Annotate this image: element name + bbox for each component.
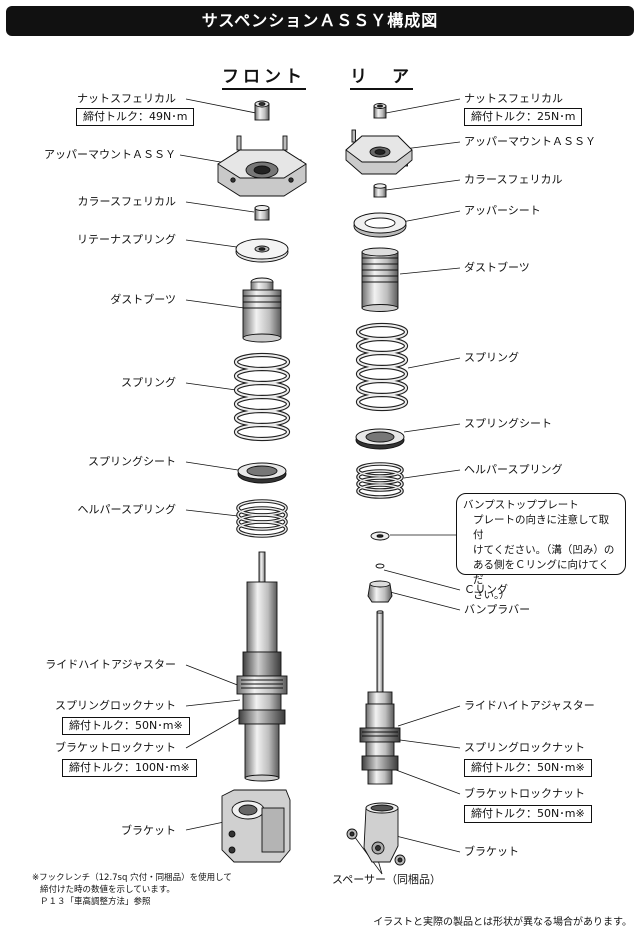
rear-spring-seat-icon <box>355 428 405 450</box>
rear-spring-lock-torque: 締付トルク：50N･m※ <box>464 759 592 777</box>
front-bracket-icon <box>221 789 291 863</box>
front-collar-spherical-icon <box>254 205 270 221</box>
note-line: ある側をＣリングに向けてくだ <box>473 559 610 586</box>
rear-upper-mount-label: アッパーマウントＡＳＳＹ <box>464 135 596 148</box>
footnote-line: 締付けた時の数値を示しています。 <box>40 885 175 895</box>
rear-bracket-lock-nut-label: ブラケットロックナット <box>464 787 585 800</box>
rear-bracket-icon <box>363 802 399 863</box>
rear-nut-spherical-icon <box>373 103 387 119</box>
front-spring-label: スプリング <box>121 376 176 389</box>
front-upper-mount-icon <box>217 135 307 197</box>
rear-c-ring-icon <box>375 563 385 569</box>
rear-upper-seat-label: アッパーシート <box>464 204 541 217</box>
front-spring-seat-label: スプリングシート <box>88 455 176 468</box>
front-upper-mount-label: アッパーマウントＡＳＳＹ <box>44 148 176 161</box>
front-nut-spherical-label: ナットスフェリカル <box>77 92 176 105</box>
front-collar-spherical-label: カラースフェリカル <box>77 195 176 208</box>
rear-assembly <box>345 103 413 866</box>
note-line: プレートの向きに注意して取付 <box>473 514 610 541</box>
rear-dust-boots-icon <box>361 247 399 312</box>
front-spring-seat-icon <box>237 462 287 484</box>
rear-spring-seat-label: スプリングシート <box>464 417 552 430</box>
rear-upper-seat-icon <box>353 212 407 238</box>
title-bar: サスペンションＡＳＳＹ構成図 <box>6 6 634 36</box>
front-helper-spring-label: ヘルパースプリング <box>77 503 176 516</box>
rear-column-heading: リ ア <box>350 62 413 90</box>
footnote-line: ※フックレンチ（12.7sq 穴付・同梱品）を使用して <box>32 873 232 883</box>
rear-bump-rubber-label: バンプラバー <box>464 603 531 616</box>
rear-bracket-lock-torque: 締付トルク：50N･m※ <box>464 805 592 823</box>
front-bracket-lock-torque: 締付トルク：100N･m※ <box>62 759 197 777</box>
rear-nut-torque: 締付トルク：25N･m <box>464 108 583 126</box>
front-spring-lock-torque: 締付トルク：50N･m※ <box>62 717 190 735</box>
front-ride-height-adjuster-label: ライドハイトアジャスター <box>45 658 176 671</box>
rear-damper-icon <box>359 610 401 785</box>
note-line: けてください。（溝（凹み）の <box>473 544 615 556</box>
front-nut-spherical-icon <box>254 100 270 121</box>
front-dust-boots-label: ダストブーツ <box>110 293 176 306</box>
front-retainer-spring-label: リテーナスプリング <box>77 233 176 246</box>
note-line: さい。） <box>473 589 510 601</box>
rear-helper-spring-label: ヘルパースプリング <box>464 463 563 476</box>
rear-helper-spring-icon <box>356 462 404 499</box>
front-bracket-label: ブラケット <box>121 824 176 837</box>
rear-bump-rubber-icon <box>367 580 393 603</box>
rear-spring-label: スプリング <box>464 351 519 364</box>
rear-collar-spherical-label: カラースフェリカル <box>464 173 563 186</box>
illustration-disclaimer: イラストと実際の製品とは形状が異なる場合があります。 <box>373 917 632 928</box>
rear-ride-height-adjuster-label: ライドハイトアジャスター <box>464 699 595 712</box>
rear-upper-mount-icon <box>345 129 413 175</box>
torque-footnote: ※フックレンチ（12.7sq 穴付・同梱品）を使用して 締付けた時の数値を示して… <box>32 872 232 908</box>
front-nut-torque: 締付トルク：49N･m <box>76 108 195 126</box>
page-title: サスペンションＡＳＳＹ構成図 <box>201 11 439 30</box>
front-spring-lock-nut-label: スプリングロックナット <box>55 699 176 712</box>
rear-collar-spherical-icon <box>373 183 387 198</box>
bump-stop-plate-label: バンプストッププレート <box>463 499 579 511</box>
front-assembly <box>217 100 307 863</box>
rear-c-ring-label: Ｃリング <box>464 583 508 596</box>
leader-lines <box>179 98 461 875</box>
front-dust-boots-icon <box>242 277 282 343</box>
footnote-line: Ｐ１３「車高調整方法」参照 <box>40 897 151 907</box>
front-bracket-lock-nut-label: ブラケットロックナット <box>55 741 176 754</box>
rear-dust-boots-label: ダストブーツ <box>464 261 530 274</box>
front-retainer-spring-icon <box>235 238 289 263</box>
rear-bump-stop-plate-icon <box>370 531 390 541</box>
bump-stop-plate-instructions: プレートの向きに注意して取付 けてください。（溝（凹み）の ある側をＣリングに向… <box>463 513 619 603</box>
rear-spacer-label: スペーサー（同梱品） <box>332 873 442 886</box>
bump-stop-plate-note: バンプストッププレート プレートの向きに注意して取付 けてください。（溝（凹み）… <box>456 493 626 601</box>
rear-bracket-label: ブラケット <box>464 845 519 858</box>
front-column-heading: フロント <box>222 62 306 90</box>
front-damper-icon <box>236 551 288 782</box>
rear-spring-lock-nut-label: スプリングロックナット <box>464 741 585 754</box>
front-helper-spring-icon <box>236 499 288 538</box>
rear-spacer-icon <box>346 828 406 866</box>
rear-nut-spherical-label: ナットスフェリカル <box>464 92 563 105</box>
